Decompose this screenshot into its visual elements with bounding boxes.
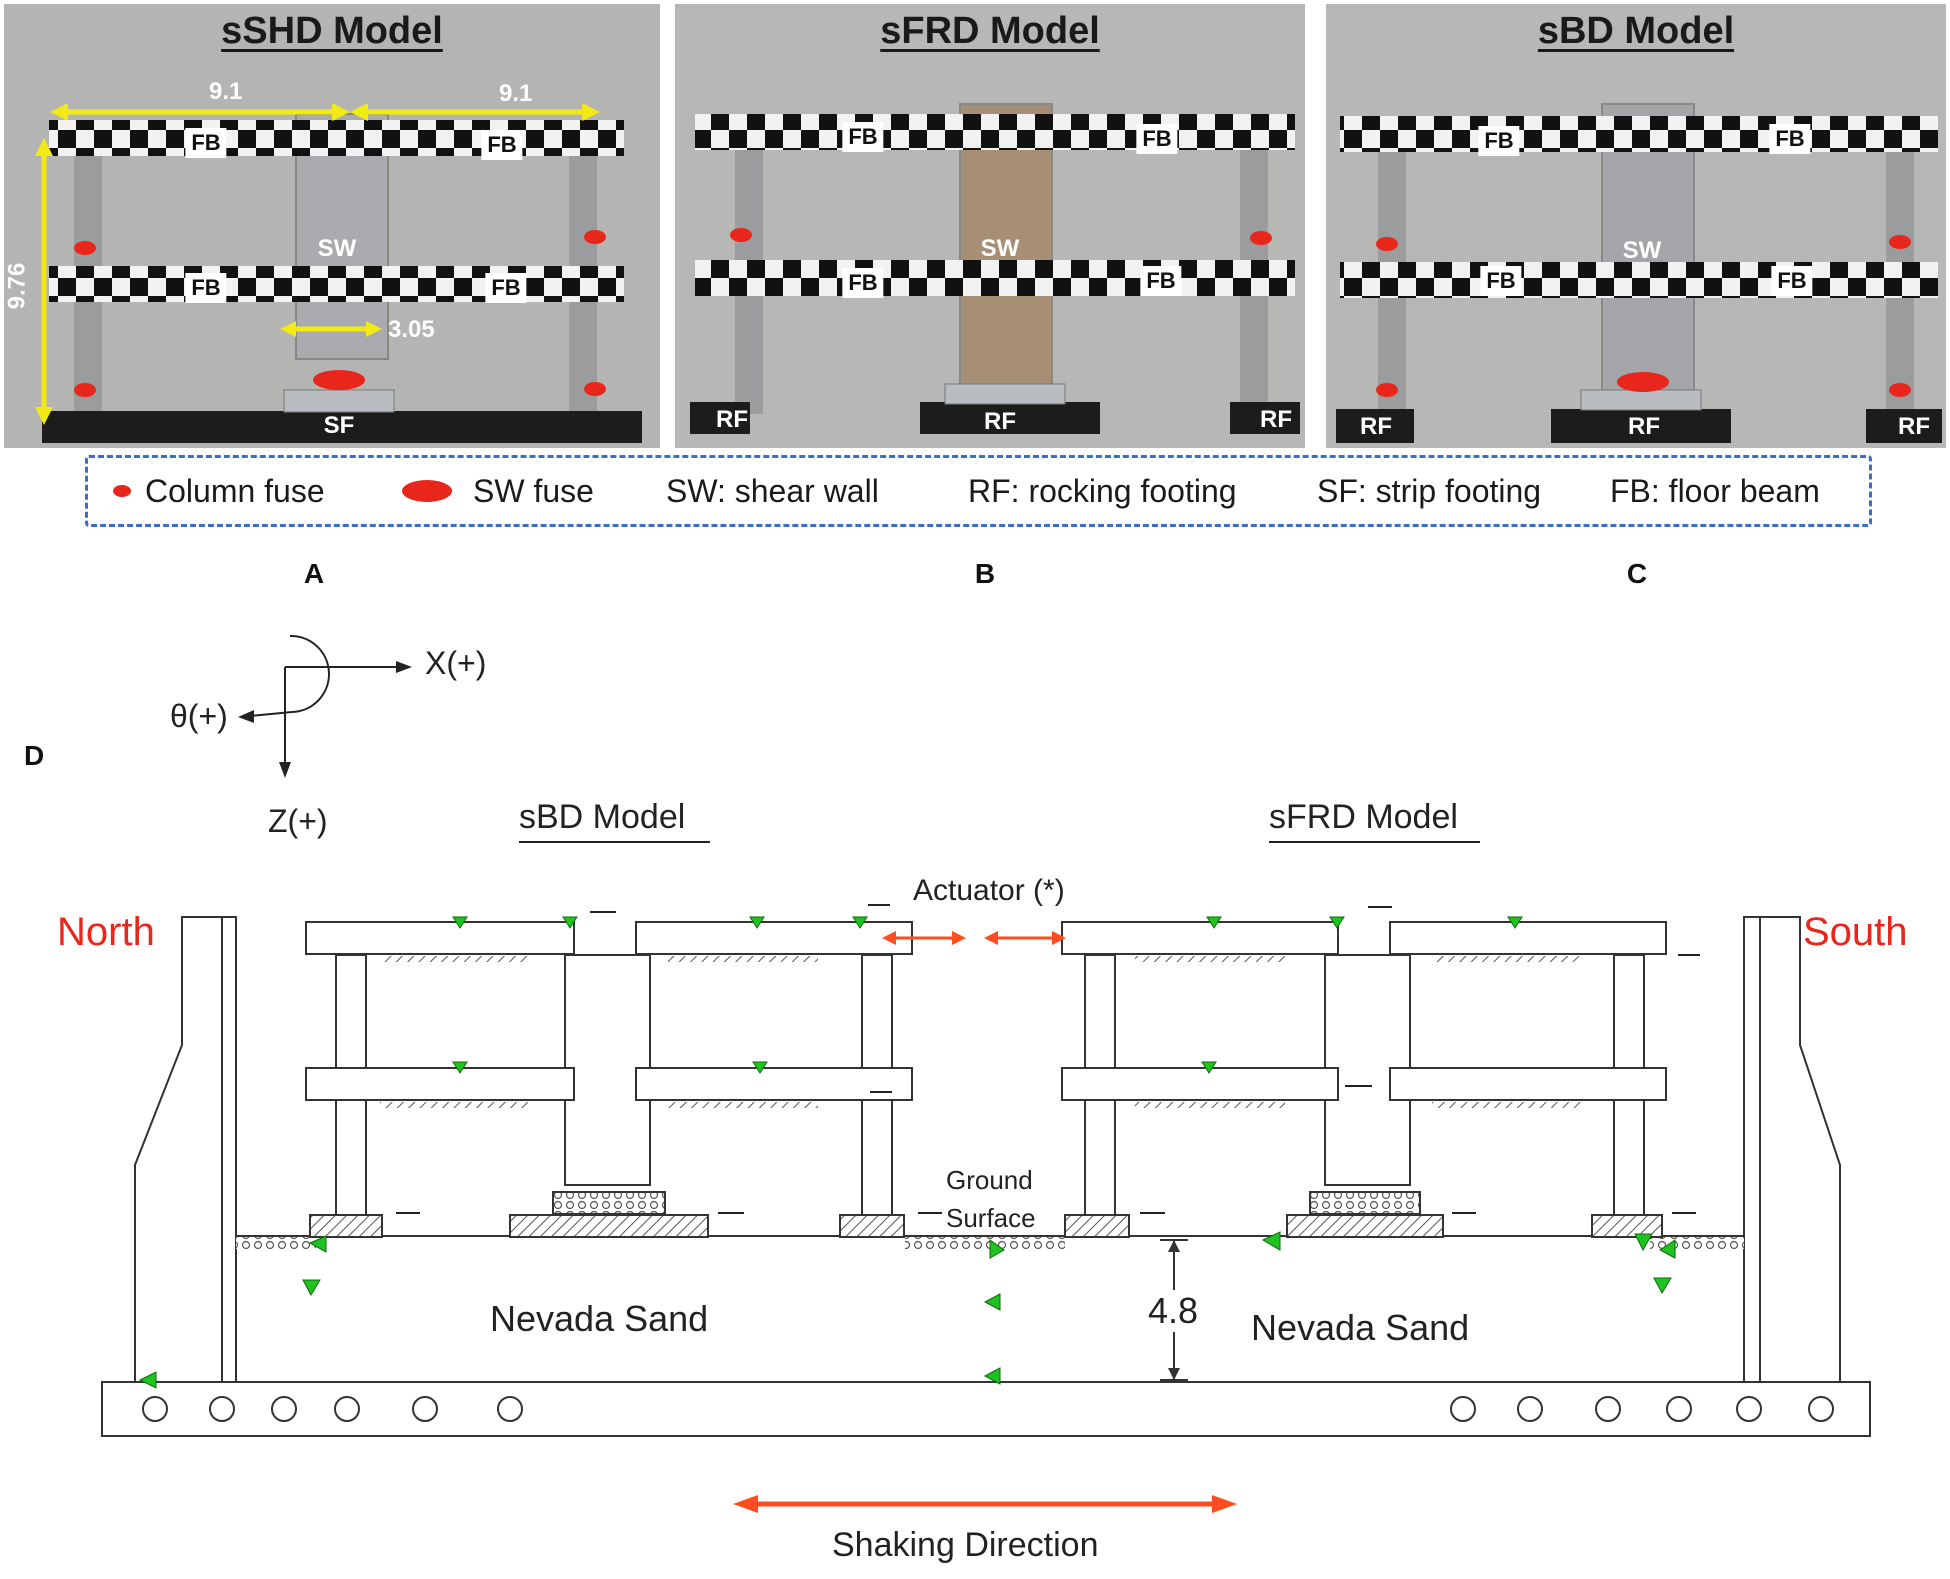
column-fuse-icon [113,485,131,497]
axis-z-label: Z(+) [268,803,328,839]
axis-theta-label: θ(+) [170,698,228,734]
sbd-frame [305,921,913,1238]
floor-beam-label: FB [1136,124,1178,154]
photo-sshd-model: sSHD Model FB FB FB FB SW SF 9.1 9.1 9.7… [4,4,660,448]
rocking-footing-label: RF [1898,413,1930,440]
floor-beam-label: FB [485,273,527,303]
shear-wall-label: SW [317,235,357,262]
legend-column-fuse: Column fuse [145,473,325,509]
sensor-markers [138,916,1676,1389]
container-south-wall [1743,916,1841,1383]
sand-right-label: Nevada Sand [1251,1307,1470,1348]
floor-beam-label: FB [842,122,884,152]
shear-wall-label: SW [980,235,1020,262]
panel-label-c: C [1626,558,1648,589]
sand-left-label: Nevada Sand [490,1298,709,1339]
rocking-footing-label: RF [1260,406,1292,433]
sfrd-model-title: sFRD Model [1269,798,1458,836]
ground-surface-label-2: Surface [946,1203,1036,1233]
legend-floor-beam: FB: floor beam [1610,473,1820,509]
south-label: South [1803,910,1908,954]
floor-beam-label: FB [185,128,227,158]
photo-title: sFRD Model [880,10,1100,52]
depth-label: 4.8 [1148,1290,1199,1332]
sshd-frame-drawing [4,4,660,448]
sw-fuse-icon [402,480,452,502]
panel-label-d: D [24,740,45,771]
floor-beam-label: FB [1480,266,1522,296]
legend-shear-wall: SW: shear wall [666,473,879,509]
sbd-model-title: sBD Model [519,798,686,836]
span-right-dimension: 9.1 [499,80,533,107]
strip-footing-label: SF [323,412,355,439]
photo-title: sSHD Model [221,10,443,52]
panel-label-b: B [974,558,996,589]
span-left-dimension: 9.1 [209,78,243,105]
legend-strip-footing: SF: strip footing [1317,473,1542,509]
north-label: North [57,910,155,954]
rocking-footing-label: RF [1628,413,1660,440]
floor-beam-label: FB [1771,266,1813,296]
panel-label-a: A [303,558,325,589]
floor-beam-label: FB [481,130,523,160]
photo-sfrd-model: sFRD Model FB FB FB FB SW RF RF RF [675,4,1305,448]
container-north-wall [134,916,237,1383]
shear-wall-label: SW [1622,237,1662,264]
legend-rocking-footing: RF: rocking footing [968,473,1237,509]
photo-title: sBD Model [1537,10,1735,52]
floor-beam-label: FB [842,268,884,298]
shaking-direction-label: Shaking Direction [832,1526,1099,1564]
floor-beam-label: FB [1478,126,1520,156]
legend-box: Column fuse SW fuse SW: shear wall RF: r… [85,455,1872,527]
container-base [101,1381,1871,1437]
rocking-footing-label: RF [716,406,748,433]
rocking-footing-label: RF [1360,413,1392,440]
rocking-footing-label: RF [984,408,1016,435]
load-arrows [396,904,1700,1214]
legend-sw-fuse: SW fuse [473,473,594,509]
coordinate-axes [249,634,400,768]
sfrd-frame [1061,921,1667,1238]
floor-beam-label: FB [1769,124,1811,154]
base-holes [142,1396,1834,1422]
floor-beam-label: FB [185,273,227,303]
ground-surface-label-1: Ground [946,1165,1033,1195]
floor-beam-label: FB [1140,266,1182,296]
actuator-label: Actuator (*) [913,874,1065,907]
photo-sbd-model: sBD Model FB FB FB FB SW RF RF RF [1326,4,1946,448]
wall-width-dimension: 3.05 [388,316,435,343]
axis-x-label: X(+) [425,645,487,681]
